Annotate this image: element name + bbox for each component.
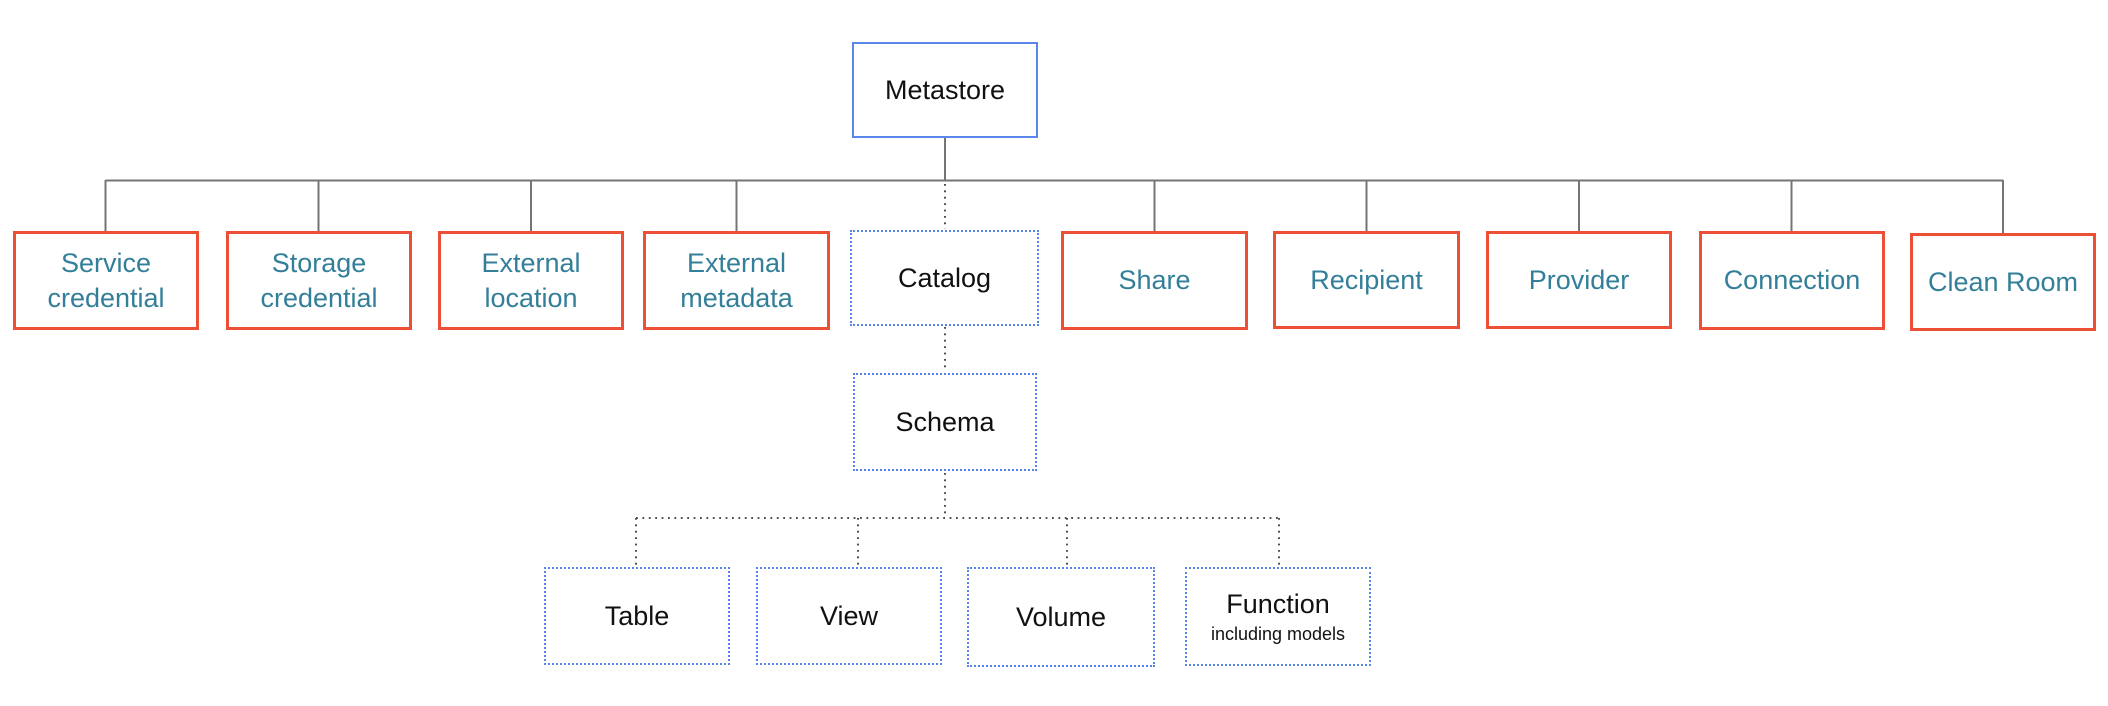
node-label: Function [1226,589,1330,620]
node-label: Recipient [1310,264,1423,295]
node-label: External metadata [680,247,793,313]
node-sublabel: including models [1210,623,1346,644]
node-label: Catalog [897,262,992,293]
node-label: Connection [1723,265,1861,296]
node-label: Storage credential [260,247,378,313]
node-label: Schema [895,406,995,437]
node-catalog: Catalog [850,230,1039,326]
node-storage-credential: Storage credential [226,231,412,330]
node-table: Table [544,567,730,665]
node-volume: Volume [967,567,1155,667]
node-label: Metastore [884,74,1006,105]
node-service-credential: Service credential [13,231,199,330]
node-label: Service credential [47,247,165,313]
node-provider: Provider [1486,231,1672,329]
node-schema: Schema [853,373,1037,471]
node-function: Function including models [1185,567,1371,666]
node-view: View [756,567,942,665]
node-label: External location [481,247,581,313]
node-metastore: Metastore [852,42,1038,138]
node-clean-room: Clean Room [1910,233,2096,331]
node-label: Table [604,600,670,631]
node-connection: Connection [1699,231,1885,330]
node-label: Provider [1528,264,1630,295]
node-recipient: Recipient [1273,231,1460,329]
node-label: View [819,600,879,631]
node-label: Share [1118,265,1191,296]
node-label: Clean Room [1927,266,2079,297]
node-external-metadata: External metadata [643,231,830,330]
node-share: Share [1061,231,1248,330]
node-external-location: External location [438,231,624,330]
node-label: Volume [1015,601,1107,632]
